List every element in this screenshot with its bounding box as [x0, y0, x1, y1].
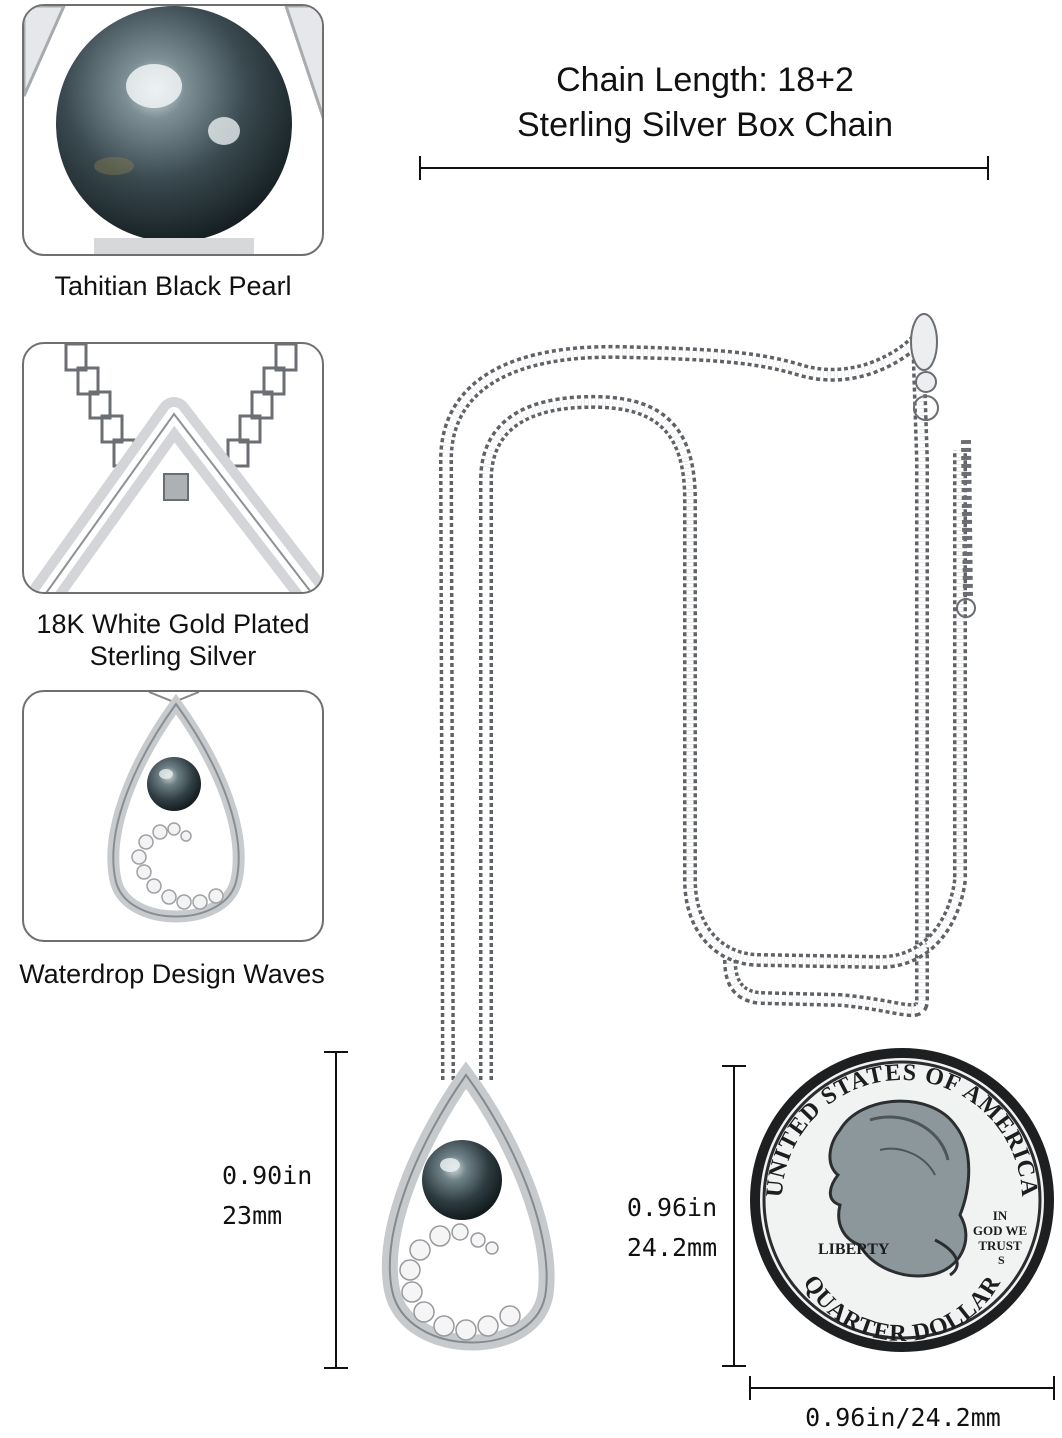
- waterdrop-design-thumbnail: [22, 690, 324, 942]
- chain-spec-heading: Chain Length: 18+2 Sterling Silver Box C…: [420, 58, 990, 148]
- coin-bottom-inscription: QUARTER DOLLAR: [798, 1271, 1006, 1347]
- box-chain: [438, 316, 967, 1081]
- lobster-clasp: [910, 313, 976, 618]
- feature-caption-design: Waterdrop Design Waves: [19, 959, 325, 989]
- chain-length-measure-line: [419, 156, 989, 180]
- coin-width-measure-line: [749, 1376, 1055, 1400]
- pearl-closeup-illustration: [24, 6, 322, 254]
- coin-top-inscription: UNITED STATES OF AMERICA: [762, 1060, 1041, 1199]
- bail-closeup-illustration: [30, 344, 322, 592]
- pearl-closeup-thumbnail: [22, 4, 324, 256]
- coin-height-inches: 0.96in: [626, 1193, 718, 1222]
- waterdrop-design-illustration: [107, 692, 245, 923]
- coin-height-label: 0.96in 24.2mm: [620, 1188, 724, 1268]
- quarter-coin: [750, 1048, 1054, 1352]
- pendant-height-label: 0.90in 23mm: [222, 1156, 312, 1236]
- coin-height-mm: 24.2mm: [626, 1233, 718, 1262]
- coin-width-label: 0.96in/24.2mm: [805, 1403, 1001, 1432]
- feature-caption-pearl: Tahitian Black Pearl: [54, 271, 292, 301]
- svg-text:UNITED STATES OF AMERICA: UNITED STATES OF AMERICA: [762, 1060, 1042, 1199]
- chain-length-text: Chain Length: 18+2: [556, 61, 854, 99]
- coin-liberty-text: LIBERTY: [818, 1241, 890, 1258]
- bail-closeup-thumbnail: [22, 342, 324, 594]
- pendant-main: [381, 1061, 555, 1351]
- pendant-height-measure-line: [324, 1051, 348, 1369]
- pendant-height-mm: 23mm: [222, 1201, 283, 1230]
- svg-text:QUARTER DOLLAR: QUARTER DOLLAR: [798, 1271, 1007, 1347]
- extender-chain: [961, 439, 973, 601]
- coin-height-measure-line: [722, 1065, 746, 1367]
- chain-type-text: Sterling Silver Box Chain: [516, 106, 894, 144]
- coin-mint-mark: S: [998, 1253, 1005, 1267]
- pendant-height-inches: 0.90in: [222, 1161, 313, 1190]
